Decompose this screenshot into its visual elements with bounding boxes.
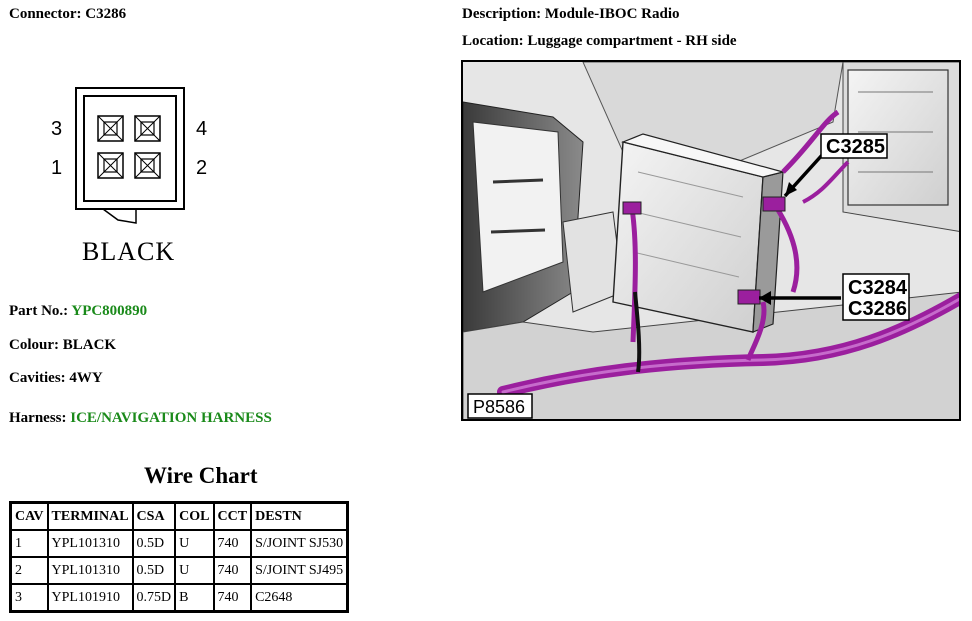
harness-value: ICE/NAVIGATION HARNESS [70, 410, 272, 426]
table-cell: 0.75D [131, 583, 177, 613]
table-cell: S/JOINT SJ530 [250, 529, 349, 558]
cavity-4 [134, 115, 161, 142]
description-value: Module-IBOC Radio [544, 6, 680, 22]
part-number-value: YPC800890 [71, 303, 148, 319]
column-header-cct: CCT [212, 501, 253, 531]
table-row: 1 YPL101310 0.5D U 740 S/JOINT SJ530 [9, 529, 349, 558]
table-cell: YPL101310 [46, 529, 134, 558]
harness-label: Harness: [9, 410, 67, 426]
connector-colour-caption: BLACK [82, 237, 176, 266]
wire-chart-table: CAV TERMINAL CSA COL CCT DESTN 1 YPL1013… [9, 501, 350, 613]
colour-value: BLACK [62, 337, 117, 353]
figure-id-label: P8586 [473, 397, 525, 417]
location-line: Location: Luggage compartment - RH side [462, 33, 737, 50]
location-illustration: C3285 C3284 C3286 P8586 [461, 60, 961, 421]
table-row: 2 YPL101310 0.5D U 740 S/JOINT SJ495 [9, 556, 349, 585]
table-cell: 3 [9, 583, 49, 613]
callout-c3284: C3284 [848, 277, 908, 299]
harness-line: Harness: ICE/NAVIGATION HARNESS [9, 410, 272, 427]
callout-c3286: C3286 [848, 298, 907, 320]
description-line: Description: Module-IBOC Radio [462, 6, 680, 23]
table-cell: YPL101910 [46, 583, 134, 613]
table-cell: C2648 [250, 583, 349, 613]
cavity-2 [134, 152, 161, 179]
table-cell: S/JOINT SJ495 [250, 556, 349, 585]
table-cell: 0.5D [131, 556, 177, 585]
table-header-row: CAV TERMINAL CSA COL CCT DESTN [9, 501, 349, 531]
location-illustration-svg: C3285 C3284 C3286 P8586 [463, 62, 959, 419]
column-header-terminal: TERMINAL [46, 501, 134, 531]
connector-face-diagram: 3 4 1 2 [51, 87, 207, 224]
pin-number-3: 3 [51, 118, 62, 140]
connector-label: Connector: [9, 6, 82, 22]
connector-latch [102, 208, 137, 224]
table-cell: YPL101310 [46, 556, 134, 585]
table-cell: 0.5D [131, 529, 177, 558]
pin-number-4: 4 [196, 118, 207, 140]
connector-title: Connector: C3286 [9, 6, 126, 23]
cavity-3 [97, 115, 124, 142]
table-cell: 740 [212, 583, 253, 613]
column-header-col: COL [174, 501, 215, 531]
cavities-value: 4WY [69, 370, 103, 386]
pin-number-2: 2 [196, 157, 207, 179]
column-header-destn: DESTN [250, 501, 349, 531]
location-value: Luggage compartment - RH side [527, 33, 737, 49]
table-cell: U [174, 529, 215, 558]
cavity-1 [97, 152, 124, 179]
colour-line: Colour: BLACK [9, 337, 116, 354]
connector-value: C3286 [85, 6, 127, 22]
cavities-label: Cavities: [9, 370, 66, 386]
table-row: 3 YPL101910 0.75D B 740 C2648 [9, 583, 349, 613]
table-cell: 740 [212, 529, 253, 558]
part-number-label: Part No.: [9, 303, 69, 319]
table-cell: B [174, 583, 215, 613]
callout-c3285: C3285 [826, 136, 885, 158]
table-cell: U [174, 556, 215, 585]
description-label: Description: [462, 6, 542, 22]
cavities-line: Cavities: 4WY [9, 370, 103, 387]
wire-chart-title: Wire Chart [144, 463, 258, 488]
colour-label: Colour: [9, 337, 59, 353]
connector-outer-shell [75, 87, 185, 210]
connector-inner-shell [83, 95, 177, 202]
part-number-line: Part No.: YPC800890 [9, 303, 147, 320]
column-header-cav: CAV [9, 501, 49, 531]
location-label: Location: [462, 33, 524, 49]
table-cell: 1 [9, 529, 49, 558]
column-header-csa: CSA [131, 501, 177, 531]
table-cell: 2 [9, 556, 49, 585]
table-cell: 740 [212, 556, 253, 585]
pin-number-1: 1 [51, 157, 62, 179]
